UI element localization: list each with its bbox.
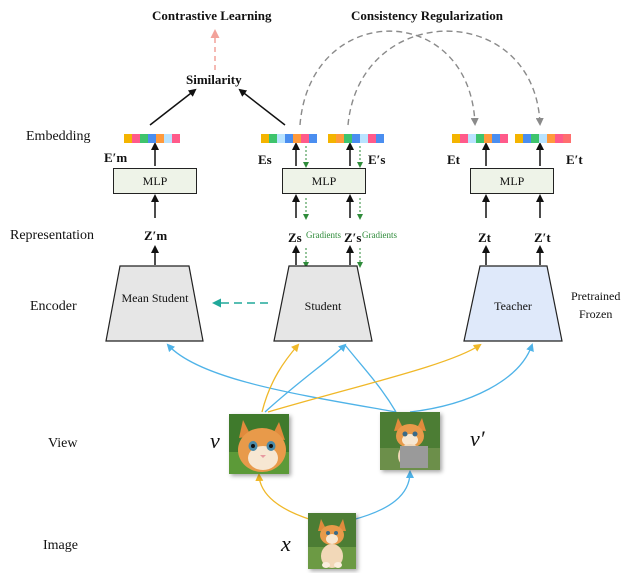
symbol-z-t-prime: Z′t	[534, 230, 551, 245]
consistency-arc-1	[299, 30, 479, 126]
embedding-cell	[124, 134, 132, 143]
embedding-cell	[368, 134, 376, 143]
embedding-cell	[460, 134, 468, 143]
embedding-cell	[547, 134, 555, 143]
symbol-e-s-prime: E′s	[368, 152, 386, 167]
mlp-mean-student: MLP	[113, 168, 197, 194]
embedding-cell	[261, 134, 269, 143]
embedding-cell	[301, 134, 309, 143]
embedding-cell	[563, 134, 571, 143]
embedding-cell	[132, 134, 140, 143]
embedding-cell	[309, 134, 317, 143]
gradients-label-2: Gradients	[362, 230, 397, 240]
symbol-e-t: Et	[447, 152, 460, 167]
embedding-cell	[531, 134, 539, 143]
mlp-student: MLP	[282, 168, 366, 194]
yellow-arrow-v-to-student	[261, 343, 300, 413]
embedding-cell	[539, 134, 547, 143]
blue-arrow-vprime-to-mean	[166, 343, 397, 413]
embedding-cell	[452, 134, 460, 143]
consistency-regularization-title: Consistency Regularization	[351, 8, 504, 23]
embedding-cell	[555, 134, 563, 143]
embedding-bar-teacher-prime	[515, 130, 571, 148]
symbol-e-t-prime: E′t	[566, 152, 583, 167]
embedding-cell	[344, 134, 352, 143]
blue-arrow-vprime-to-student	[344, 344, 397, 413]
row-label-representation: Representation	[10, 228, 94, 243]
blue-arrow-x-to-vprime	[351, 470, 414, 521]
embedding-bar-teacher	[452, 130, 508, 148]
symbol-e-s: Es	[258, 152, 272, 167]
variable-v: v	[210, 428, 220, 453]
embedding-cell	[269, 134, 277, 143]
embedding-cell	[293, 134, 301, 143]
pretrained-label: Pretrained	[571, 289, 621, 303]
mean-student-encoder-shape	[105, 265, 204, 342]
consistency-arc-2	[347, 30, 544, 126]
embedding-cell	[285, 134, 293, 143]
embedding-cell	[277, 134, 285, 143]
mean-student-label: Mean Student	[121, 291, 189, 305]
yellow-arrow-v-to-teacher	[267, 343, 482, 413]
variable-x: x	[281, 531, 291, 556]
teacher-encoder-shape	[463, 265, 563, 342]
embedding-cell	[140, 134, 148, 143]
embedding-cell	[156, 134, 164, 143]
embedding-cell	[164, 134, 172, 143]
gradients-label-1: Gradients	[306, 230, 341, 240]
row-label-embedding: Embedding	[26, 129, 91, 144]
view-v-prime-image	[380, 412, 440, 470]
view-v-image	[229, 414, 289, 474]
symbol-z-m: Z′m	[144, 228, 168, 243]
symbol-z-s-prime: Z′s	[344, 230, 362, 245]
symbol-z-s: Zs	[288, 230, 302, 245]
blue-arrow-v-to-student	[264, 343, 347, 413]
embedding-cell	[492, 134, 500, 143]
student-encoder-shape	[273, 265, 373, 342]
embedding-cell	[468, 134, 476, 143]
student-label: Student	[304, 299, 342, 313]
embedding-cell	[328, 134, 336, 143]
embedding-cell	[172, 134, 180, 143]
frozen-label: Frozen	[579, 307, 613, 321]
row-label-encoder: Encoder	[30, 299, 77, 314]
mlp-teacher: MLP	[470, 168, 554, 194]
row-label-image: Image	[43, 538, 78, 553]
embedding-cell	[376, 134, 384, 143]
image-x	[308, 513, 356, 569]
blue-arrow-vprime-to-teacher	[409, 343, 534, 413]
contrastive-learning-title: Contrastive Learning	[152, 8, 272, 23]
embedding-bar-mean	[124, 130, 180, 148]
embedding-cell	[148, 134, 156, 143]
symbol-e-m: E′m	[104, 150, 128, 165]
embedding-cell	[476, 134, 484, 143]
teacher-label: Teacher	[494, 299, 532, 313]
variable-v-prime: v′	[470, 426, 485, 451]
embedding-cell	[523, 134, 531, 143]
embed-m-to-similarity-arrow	[149, 88, 197, 126]
embedding-cell	[352, 134, 360, 143]
symbol-z-t: Zt	[478, 230, 491, 245]
yellow-arrow-x-to-v	[255, 473, 313, 521]
embed-s-to-similarity-arrow	[238, 88, 286, 126]
embedding-bar-student	[261, 130, 317, 148]
embedding-cell	[500, 134, 508, 143]
embedding-cell	[336, 134, 344, 143]
similarity-label: Similarity	[186, 72, 242, 87]
embedding-cell	[484, 134, 492, 143]
embedding-cell	[515, 134, 523, 143]
embedding-bar-student-prime	[328, 130, 384, 148]
row-label-view: View	[48, 436, 78, 451]
embedding-cell	[360, 134, 368, 143]
